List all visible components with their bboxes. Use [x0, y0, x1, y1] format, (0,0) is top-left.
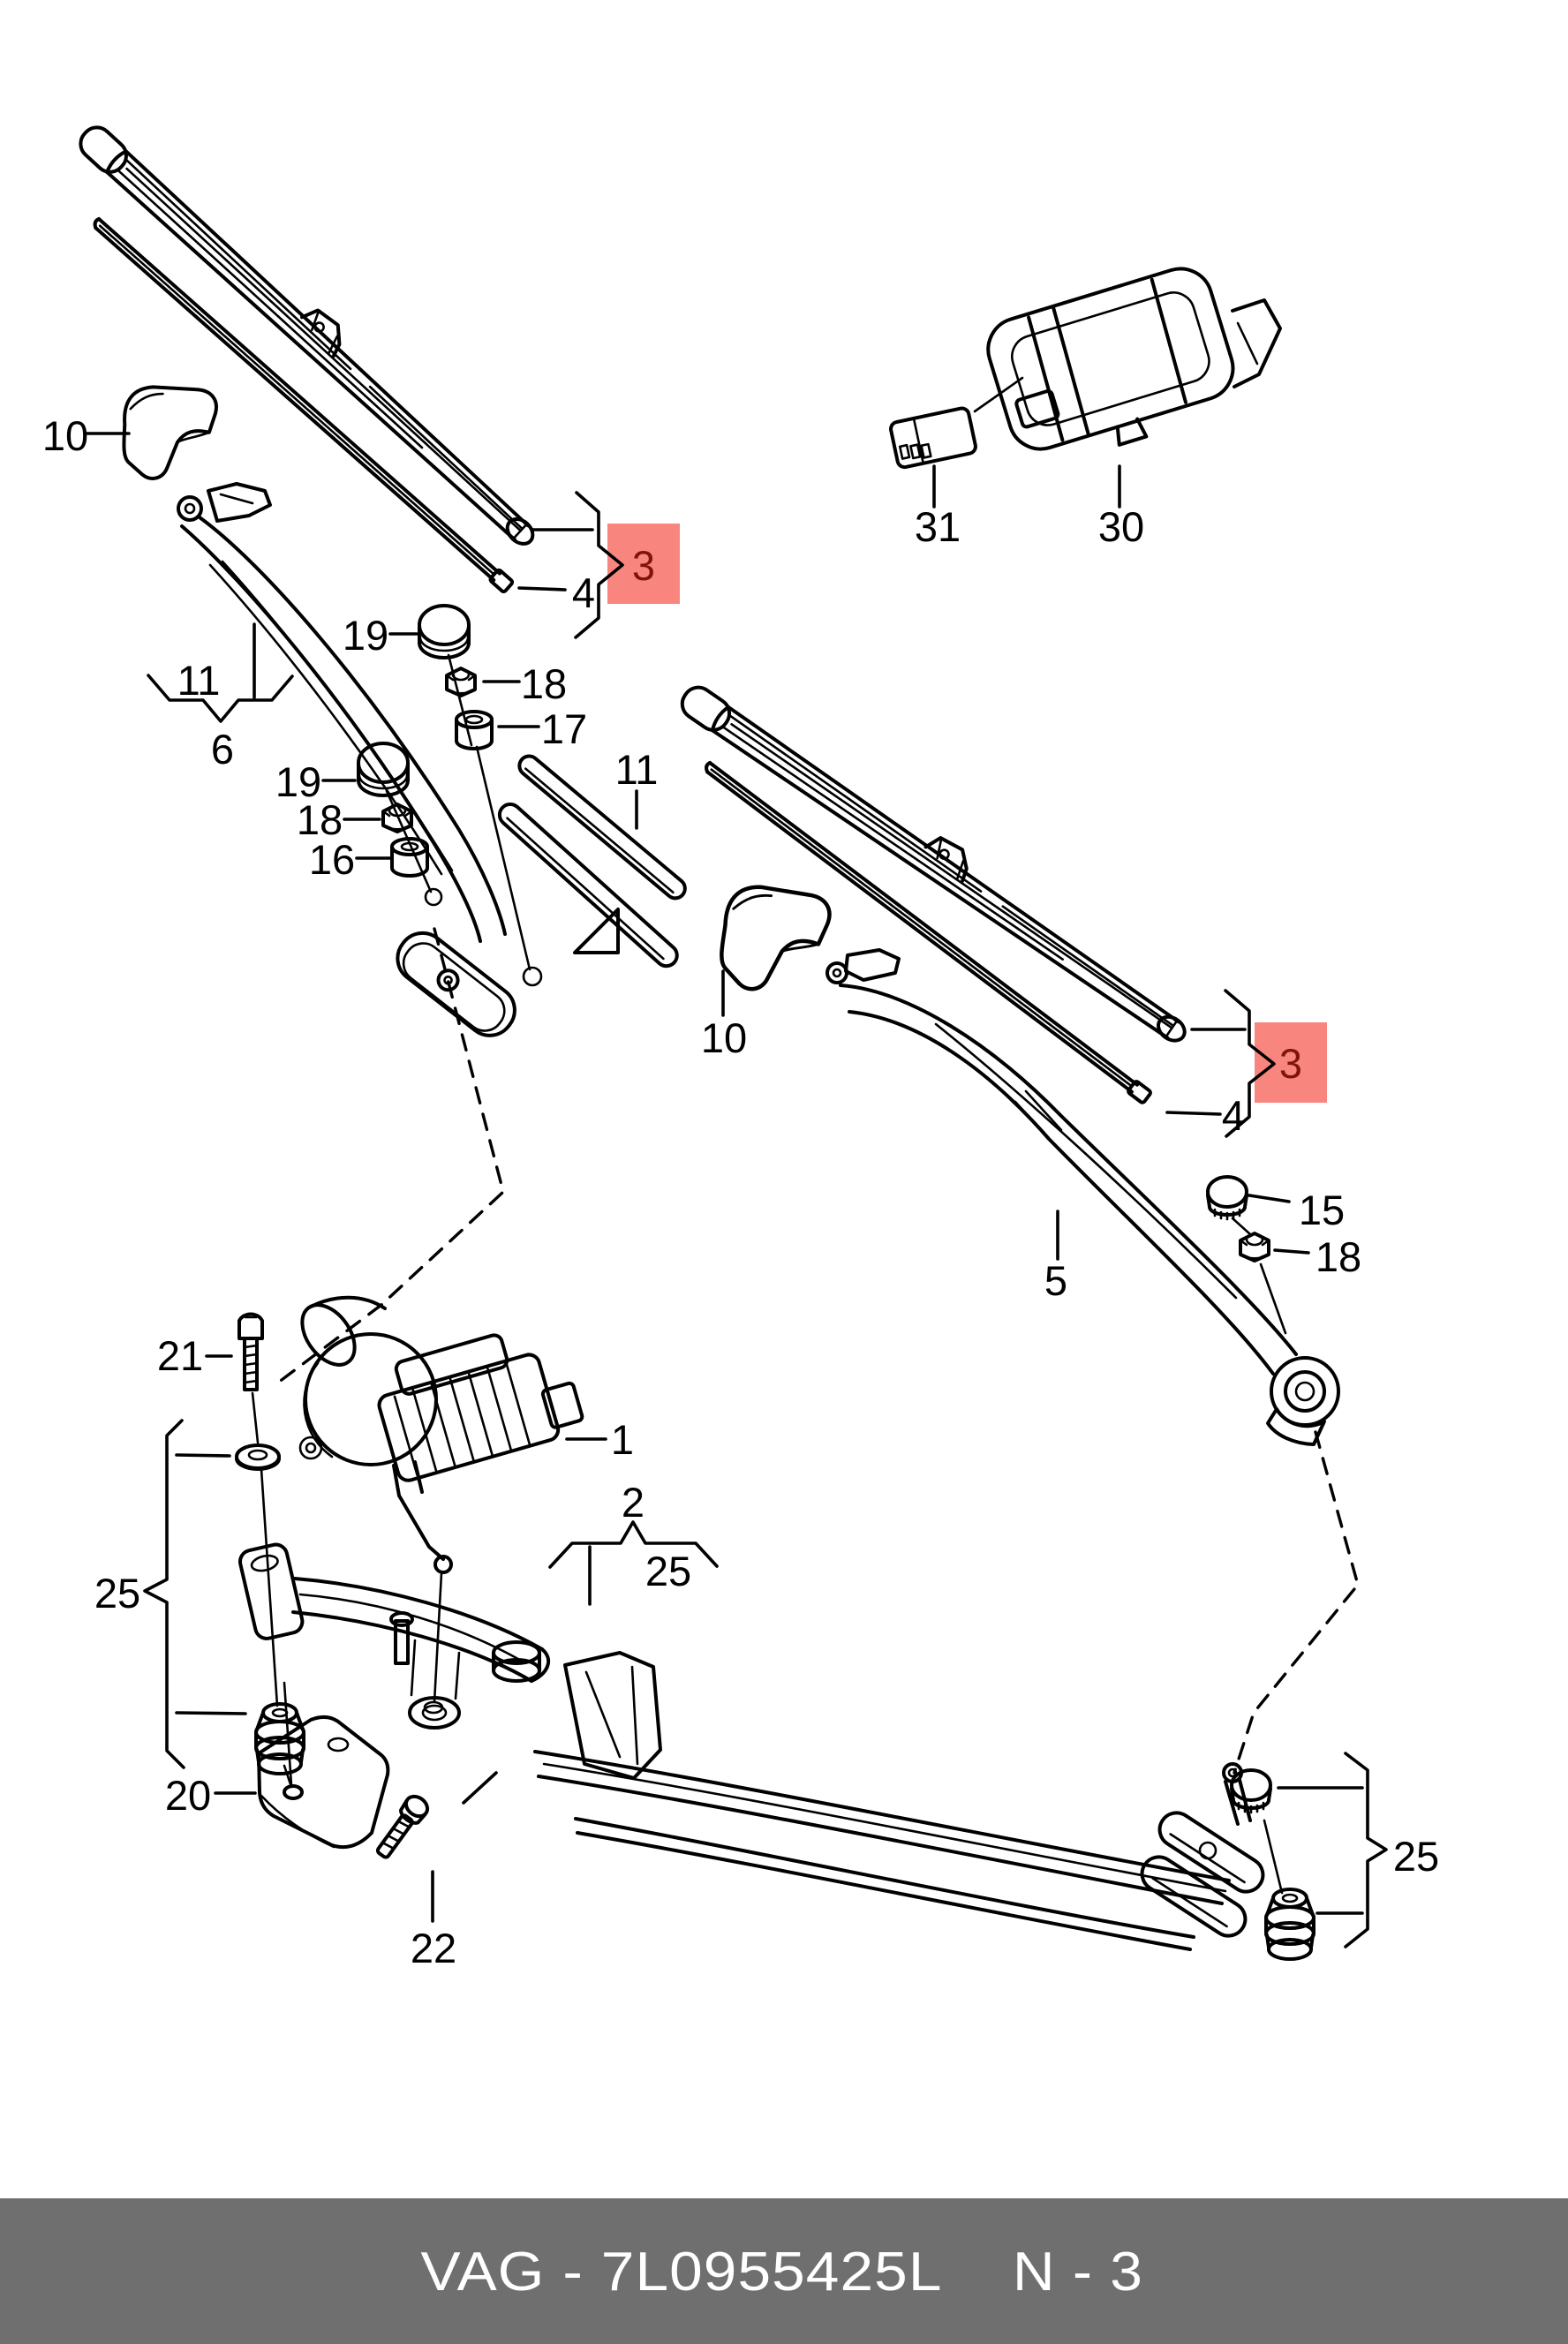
callout-11-right: 11 [615, 746, 659, 793]
right-pivot-cap [710, 877, 833, 1004]
mount-axis [260, 1467, 279, 1707]
callout-18-upper: 18 [521, 660, 567, 707]
connector-31 [889, 376, 1024, 470]
callout-21: 21 [157, 1332, 203, 1379]
callout-1: 1 [611, 1416, 634, 1463]
callout-2: 2 [622, 1479, 645, 1526]
right-wiper-blade [675, 668, 1202, 1052]
callout-4-left: 4 [572, 569, 595, 616]
cap-19-upper [418, 604, 471, 659]
stud-line-a [447, 653, 473, 747]
footer-background [0, 2198, 1568, 2344]
callout-3-left: 3 [632, 542, 655, 589]
callout-22: 22 [411, 1925, 456, 1971]
callout-30: 30 [1098, 503, 1144, 550]
callout-15: 15 [1299, 1187, 1345, 1233]
callout-19-lower: 19 [275, 758, 321, 805]
spoiler-wing-upper [517, 754, 687, 901]
callout-31: 31 [915, 503, 961, 550]
bolt-21 [237, 1312, 264, 1391]
cap-19-lower [357, 742, 410, 797]
callout-10-right: 10 [701, 1014, 747, 1061]
highlight-box-right [1255, 1022, 1327, 1103]
control-module [986, 267, 1282, 451]
bolt-21-axis [251, 1391, 260, 1444]
callout-16: 16 [309, 836, 355, 883]
association-line-right [1233, 1430, 1360, 1775]
mount-25-right [1264, 1888, 1315, 1961]
callout-6: 6 [211, 726, 234, 773]
spoiler-wing-lower [497, 802, 679, 969]
washer-25-upper [235, 1443, 281, 1471]
callout-18-lower: 18 [297, 796, 343, 843]
left-wiper-rubber [88, 215, 516, 595]
right-wiper-arm [825, 948, 1340, 1446]
leader-lines [83, 432, 1388, 1948]
linkage-frame [238, 1542, 1231, 1951]
callout-20: 20 [165, 1772, 211, 1819]
right-pivot-cluster [1140, 1762, 1284, 1938]
callout-3-right: 3 [1279, 1040, 1302, 1087]
callout-25-mid: 25 [645, 1548, 691, 1594]
right-wiper-rubber [700, 758, 1154, 1105]
ball-stud-b [424, 887, 443, 907]
callout-4-right: 4 [1222, 1092, 1245, 1139]
callout-11-left: 11 [177, 657, 221, 704]
stud-line-a2 [475, 745, 531, 971]
support-plate-20 [257, 1681, 390, 1850]
association-line-left [276, 927, 505, 1384]
left-wiper-arm [177, 482, 620, 1037]
wiper-motor [298, 1295, 584, 1715]
callout-5: 5 [1044, 1257, 1067, 1304]
callout-25-left: 25 [94, 1570, 140, 1617]
cap-15 [1206, 1175, 1248, 1221]
nut-18-upper [445, 667, 477, 697]
stud-line-c2 [1259, 1262, 1287, 1335]
nut-18-arm [1239, 1232, 1270, 1262]
ball-stud-a [522, 966, 543, 987]
stud-line-c [1231, 1217, 1252, 1236]
left-pivot-cap [114, 378, 221, 488]
cap-25-right [1230, 1768, 1272, 1814]
footer-page-number: N - 3 [1013, 2242, 1143, 2303]
bushing-17 [455, 710, 494, 750]
callout-25-right: 25 [1393, 1833, 1439, 1880]
callout-19-upper: 19 [343, 612, 388, 659]
footer-catalog-code: VAG - 7L0955425L [421, 2242, 943, 2303]
callout-10-left: 10 [42, 412, 88, 459]
bolt-22 [375, 1794, 430, 1859]
callout-18-arm: 18 [1315, 1233, 1361, 1280]
callout-17: 17 [541, 705, 587, 752]
left-wiper-blade [72, 109, 553, 555]
footer-bar: VAG - 7L0955425L N - 3 [0, 2198, 1568, 2344]
